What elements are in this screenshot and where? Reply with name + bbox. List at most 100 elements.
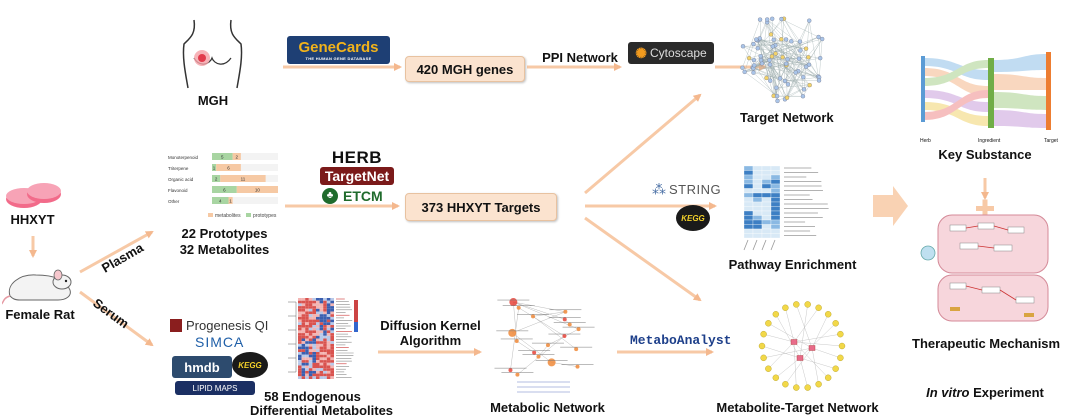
heatmap-cell	[316, 368, 320, 371]
heatmap-cell	[302, 298, 306, 301]
heatmap-cell	[305, 344, 309, 347]
heatmap-cell	[312, 376, 316, 379]
heatmap-cell	[312, 344, 316, 347]
color-scale	[354, 322, 358, 332]
heatmap-cell	[320, 347, 324, 350]
therapeutic-mechanism-label: Therapeutic Mechanism	[912, 336, 1057, 351]
heatmap-cell	[309, 317, 313, 320]
heatmap-cell	[323, 341, 327, 344]
metabolic-node	[577, 327, 581, 331]
heatmap-cell	[323, 301, 327, 304]
heatmap-cell	[316, 333, 320, 336]
mt-target-node	[793, 385, 799, 391]
heatmap-cell	[320, 333, 324, 336]
heatmap-cell	[298, 360, 302, 363]
heatmap-cell	[320, 360, 324, 363]
heatmap-cell	[302, 344, 306, 347]
heatmap-cell	[312, 366, 316, 369]
metabolic-node	[508, 329, 516, 337]
network-node	[802, 87, 806, 91]
chart-value-metabolites: 11	[241, 177, 246, 182]
mt-target-node	[793, 301, 799, 307]
mt-edge	[764, 348, 812, 358]
metabolic-node	[576, 365, 580, 369]
heatmap-cell	[771, 225, 780, 230]
progenesis-logo: Progenesis QI	[170, 316, 280, 334]
heatmap-cell	[327, 360, 331, 363]
heatmap-cell	[316, 312, 320, 315]
heatmap-cell	[305, 366, 309, 369]
network-node	[769, 32, 773, 36]
genecards-logo-sub: THE HUMAN GENE DATABASE	[305, 56, 371, 61]
heatmap-cell	[305, 330, 309, 333]
heatmap-cell	[302, 357, 306, 360]
heatmap-cell	[327, 352, 331, 355]
metabolic-node	[574, 347, 578, 351]
heatmap-cell	[327, 330, 331, 333]
metabolic-node	[517, 306, 521, 310]
heatmap-cell	[316, 374, 320, 377]
heatmap-cell	[312, 309, 316, 312]
heatmap-cell	[305, 306, 309, 309]
mt-target-node	[805, 385, 811, 391]
heatmap-cell	[312, 363, 316, 366]
heatmap-cell	[771, 202, 780, 207]
heatmap-cell	[323, 355, 327, 358]
metabolic-network-graph	[485, 294, 605, 398]
network-node	[765, 18, 769, 22]
heatmap-cell	[309, 306, 313, 309]
heatmap-cell	[330, 355, 334, 358]
mt-target-node	[782, 305, 788, 311]
mt-edge	[800, 304, 808, 358]
mt-edge	[776, 358, 800, 378]
metabolic-node	[532, 351, 536, 355]
heatmap-cell	[305, 339, 309, 342]
heatmap-cell	[320, 339, 324, 342]
heatmap-cell	[771, 189, 780, 194]
heatmap-cell	[320, 314, 324, 317]
heatmap-cell	[762, 166, 771, 171]
heatmap-cell	[762, 171, 771, 176]
heatmap-cell	[327, 333, 331, 336]
metaboanalyst-logo: MetaboAnalyst	[630, 333, 731, 348]
heatmap-cell	[298, 303, 302, 306]
lipidmaps-logo-text: LIPID MAPS	[193, 384, 238, 393]
network-node	[767, 58, 771, 62]
heatmap-cell	[305, 368, 309, 371]
heatmap-cell	[312, 314, 316, 317]
lipidmaps-logo: LIPID MAPS	[175, 381, 255, 395]
heatmap-cell	[302, 322, 306, 325]
heatmap-cell	[298, 352, 302, 355]
heatmap-cell	[327, 320, 331, 323]
heatmap-cell	[330, 309, 334, 312]
heatmap-cell	[309, 328, 313, 331]
heatmap-cell	[323, 368, 327, 371]
prototypes-label: 22 Prototypes	[172, 226, 277, 241]
heatmap-cell	[309, 374, 313, 377]
heatmap-cell	[305, 317, 309, 320]
heatmap-cell	[327, 363, 331, 366]
heatmap-cell	[320, 301, 324, 304]
mt-target-node	[825, 311, 831, 317]
heatmap-cell	[320, 371, 324, 374]
heatmap-cell	[762, 216, 771, 221]
metabolic-node	[546, 343, 550, 347]
mt-edge	[768, 342, 794, 369]
heatmap-cell	[320, 317, 324, 320]
heatmap-cell	[744, 202, 753, 207]
in-vitro-italic: In vitro	[926, 385, 969, 400]
heatmap-cell	[762, 220, 771, 225]
heatmap-cell	[320, 309, 324, 312]
heatmap-cell	[753, 211, 762, 216]
heatmap-col-label	[753, 240, 757, 250]
heatmap-cell	[312, 347, 316, 350]
heatmap-cell	[298, 357, 302, 360]
heatmap-cell	[316, 357, 320, 360]
network-edge	[742, 20, 760, 68]
heatmap-cell	[330, 360, 334, 363]
mgh-label: MGH	[193, 93, 233, 108]
network-node	[781, 55, 785, 59]
heatmap-cell	[323, 314, 327, 317]
network-node	[756, 46, 760, 50]
heatmap-cell	[312, 322, 316, 325]
